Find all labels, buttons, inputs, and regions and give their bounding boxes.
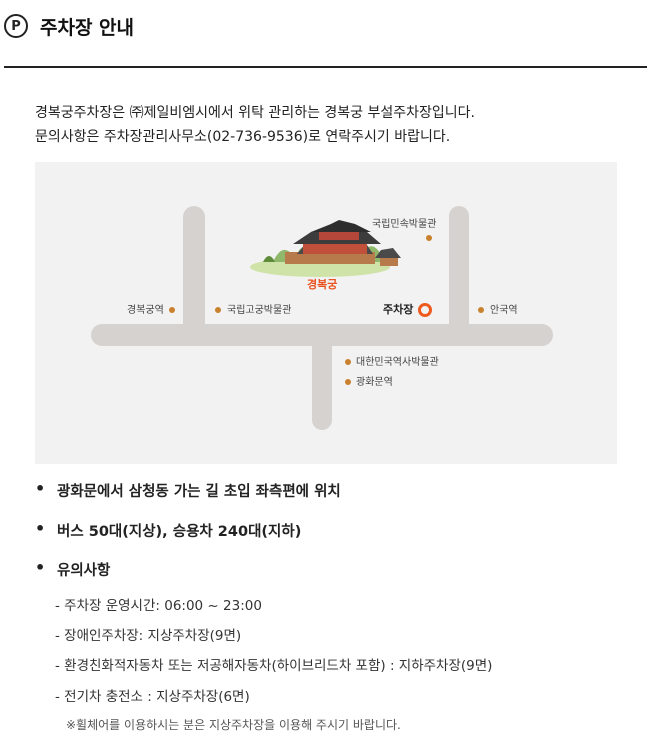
label-folk-museum: 국립민속박물관 bbox=[372, 219, 437, 230]
map-roads bbox=[91, 206, 553, 430]
dot-palace-museum bbox=[215, 307, 221, 313]
label-parking: 주차장 bbox=[383, 303, 414, 316]
sub-item: - 전기차 충전소 : 지상주차장(6면) bbox=[55, 689, 250, 705]
label-gyeongbokgung: 경복궁 bbox=[307, 278, 338, 291]
sub-item: - 주차장 운영시간: 06:00 ~ 23:00 bbox=[55, 598, 262, 614]
intro-line-1: 경복궁주차장은 ㈜제일비엠시에서 위탁 관리하는 경복궁 부설주차장입니다. bbox=[35, 105, 475, 121]
parking-location-map: 경복궁역 국립고궁박물관 경복궁 주차장 국립민속박물관 안국역 대한민국역사박… bbox=[35, 162, 617, 464]
bullet-text: 버스 50대(지상), 승용차 240대(지하) bbox=[57, 524, 302, 540]
label-history-museum: 대한민국역사박물관 bbox=[356, 357, 439, 368]
section-header: P 주차장 안내 bbox=[4, 8, 134, 44]
parking-icon: P bbox=[4, 14, 28, 38]
road-bottom-vertical bbox=[312, 324, 332, 430]
bullet-dot: • bbox=[35, 479, 46, 498]
dot-gyeongbokgung-station bbox=[169, 307, 175, 313]
sub-item: - 장애인주차장: 지상주차장(9면) bbox=[55, 628, 242, 644]
dot-folk-museum bbox=[426, 235, 432, 241]
bullet-text: 유의사항 bbox=[57, 563, 111, 579]
label-anguk-station: 안국역 bbox=[490, 305, 518, 316]
label-gyeongbokgung-station: 경복궁역 bbox=[127, 305, 164, 316]
parking-marker-icon bbox=[418, 303, 432, 317]
dot-history-museum bbox=[345, 359, 351, 365]
wheelchair-note: ※휠체어를 이용하시는 분은 지상주차장을 이용해 주시기 바랍니다. bbox=[66, 718, 401, 732]
intro-text: 경복궁주차장은 ㈜제일비엠시에서 위탁 관리하는 경복궁 부설주차장입니다. 문… bbox=[35, 101, 475, 149]
page-title: 주차장 안내 bbox=[40, 16, 135, 39]
intro-line-2: 문의사항은 주차장관리사무소(02-736-9536)로 연락주시기 바랍니다. bbox=[35, 129, 451, 145]
road-right-vertical bbox=[449, 206, 469, 346]
dot-anguk-station bbox=[478, 307, 484, 313]
header-divider bbox=[4, 66, 647, 68]
bullet-dot: • bbox=[35, 519, 46, 538]
bullet-text: 광화문에서 삼청동 가는 길 초입 좌측편에 위치 bbox=[57, 484, 341, 500]
dot-gwanghwamun-station bbox=[345, 379, 351, 385]
label-palace-museum: 국립고궁박물관 bbox=[227, 305, 292, 316]
label-gwanghwamun-station: 광화문역 bbox=[356, 377, 393, 388]
bullet-dot: • bbox=[35, 558, 46, 577]
gyeongbokgung-palace-illustration bbox=[250, 220, 401, 277]
road-left-vertical bbox=[183, 206, 205, 346]
sub-item: - 환경친화적자동차 또는 저공해자동차(하이브리드차 포함) : 지하주차장(… bbox=[55, 658, 493, 674]
